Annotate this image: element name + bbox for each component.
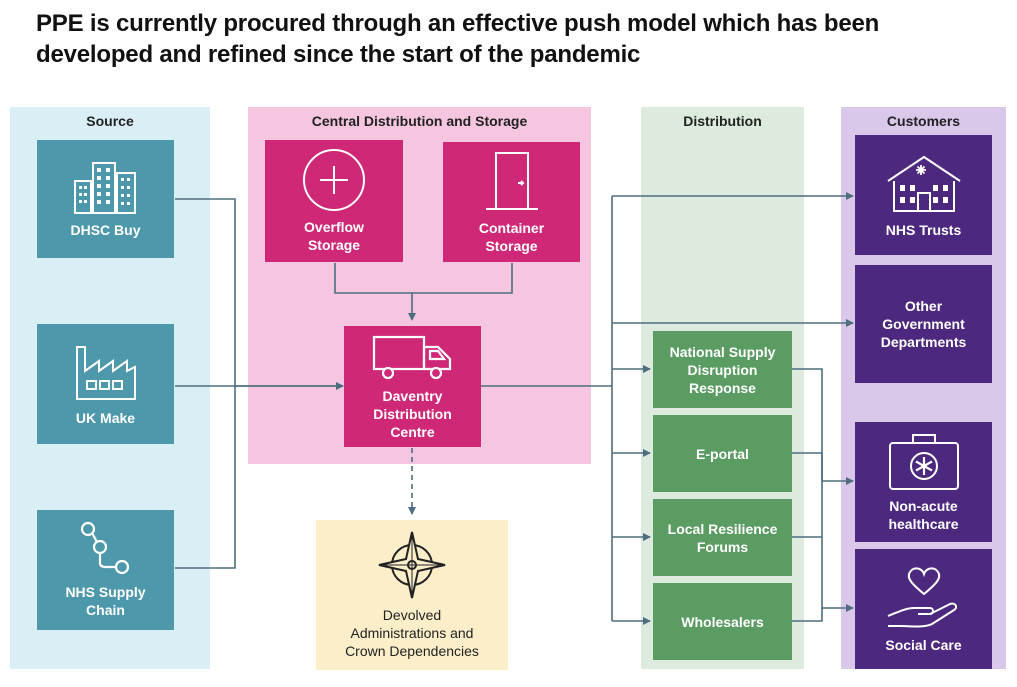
hospital-icon [886, 155, 961, 212]
nsdr-label: National Supply Disruption Response [669, 343, 776, 396]
connector-nsdr-customers [792, 368, 854, 612]
eportal-node: E-portal [653, 415, 792, 492]
medical-kit-icon [888, 434, 959, 490]
social-care-node: Social Care [855, 549, 992, 669]
nsdr-node: National Supply Disruption Response [653, 331, 792, 408]
daventry-label: Daventry Distribution Centre [373, 387, 452, 440]
container-storage-node: Container Storage [443, 142, 580, 262]
uk-make-node: UK Make [37, 324, 174, 444]
connector-container-daventry [412, 263, 513, 294]
dhsc-buy-label: DHSC Buy [70, 222, 141, 238]
lrf-node: Local Resilience Forums [653, 499, 792, 576]
dhsc-buy-node: DHSC Buy [37, 140, 174, 258]
compass-icon [378, 531, 446, 599]
customers-panel-label: Customers [886, 113, 961, 129]
door-icon [485, 152, 538, 210]
nhs-trusts-node: NHS Trusts [855, 135, 992, 255]
connector-nhschain-daventry [175, 386, 236, 569]
non-acute-node: Non-acute healthcare [855, 422, 992, 542]
nhs-supply-chain-label: NHS Supply Chain [65, 584, 146, 618]
wholesalers-label: Wholesalers [681, 613, 764, 630]
non-acute-label: Non-acute healthcare [888, 498, 959, 532]
ogd-label: Other Government Departments [880, 298, 967, 350]
source-panel-label: Source [86, 113, 134, 129]
plus-circle-icon [303, 149, 365, 211]
ogd-node: Other Government Departments [855, 265, 992, 383]
distribution-panel-label: Distribution [683, 113, 762, 129]
overflow-storage-node: Overflow Storage [265, 140, 403, 262]
overflow-storage-label: Overflow Storage [304, 219, 364, 253]
connector-eportal-customers [792, 452, 854, 485]
heart-hand-icon [887, 567, 957, 628]
container-storage-label: Container Storage [478, 220, 545, 254]
connector-overflow-daventry [334, 263, 416, 321]
factory-icon [75, 346, 136, 400]
connector-wholesalers-customers [792, 608, 823, 622]
wholesalers-node: Wholesalers [653, 583, 792, 660]
lrf-label: Local Resilience Forums [667, 520, 778, 555]
devolved-admin-label: Devolved Administrations and Crown Depen… [345, 607, 479, 659]
daventry-node: Daventry Distribution Centre [344, 326, 481, 447]
social-care-label: Social Care [885, 637, 962, 653]
uk-make-label: UK Make [75, 410, 136, 426]
buildings-icon [73, 162, 136, 214]
eportal-label: E-portal [696, 445, 749, 462]
central-panel-label: Central Distribution and Storage [311, 113, 528, 129]
devolved-admin-node: Devolved Administrations and Crown Depen… [316, 520, 508, 670]
supply-chain-icon [80, 521, 129, 575]
page-title: PPE is currently procured through an eff… [36, 10, 880, 68]
nhs-supply-chain-node: NHS Supply Chain [37, 510, 174, 630]
truck-icon [372, 335, 451, 379]
nhs-trusts-label: NHS Trusts [885, 222, 962, 238]
